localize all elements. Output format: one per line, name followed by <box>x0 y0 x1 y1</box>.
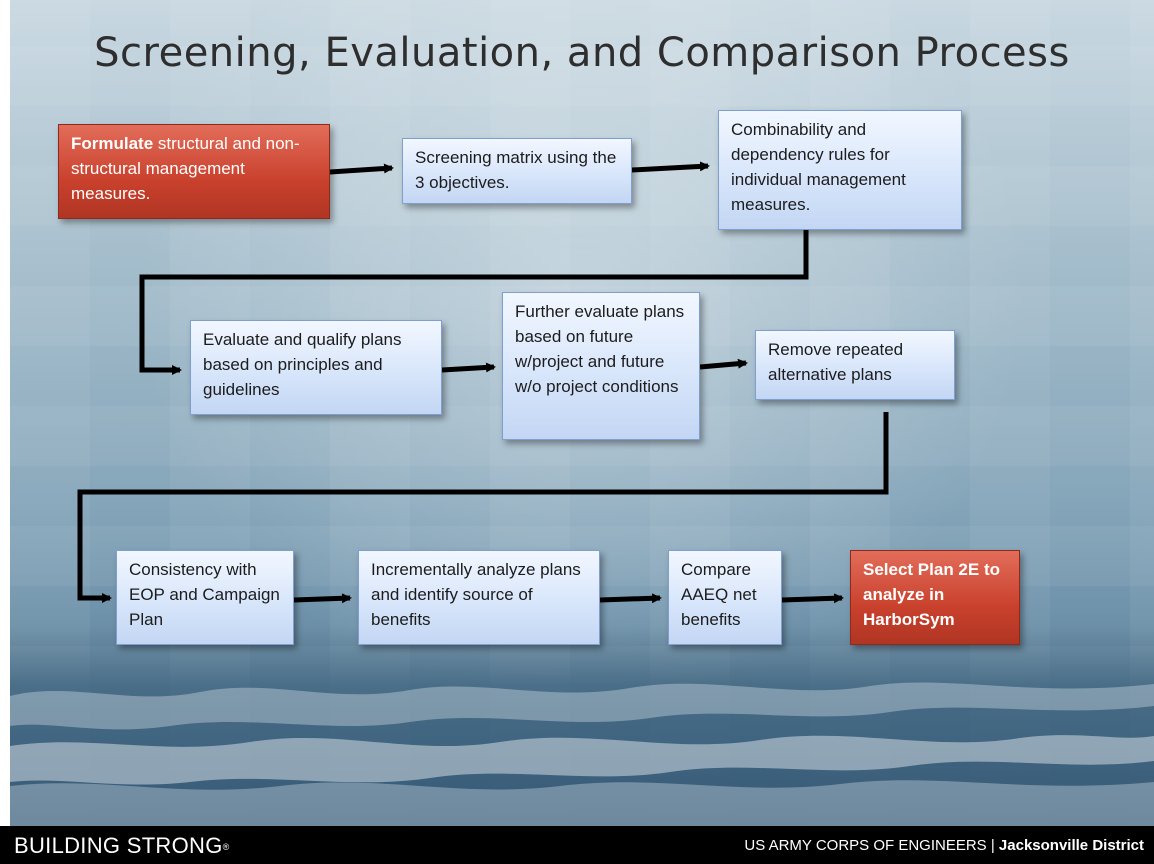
footer-slogan-text: BUILDING STRONG <box>14 833 223 858</box>
ocean-waves-image <box>10 626 1154 826</box>
formulate-text: structural and non-structural management… <box>71 134 300 203</box>
screening-box: Screening matrix using the 3 objectives. <box>402 138 632 204</box>
footer-organization: US ARMY CORPS OF ENGINEERS | Jacksonvill… <box>744 837 1144 854</box>
slide-title: Screening, Evaluation, and Comparison Pr… <box>94 30 1070 76</box>
select-plan-box: Select Plan 2E to analyze in HarborSym <box>850 550 1020 645</box>
incrementally-box: Incrementally analyze plans and identify… <box>358 550 600 645</box>
footer-org-text: US ARMY CORPS OF ENGINEERS | <box>744 837 999 854</box>
further-evaluate-box: Further evaluate plans based on future w… <box>502 292 700 440</box>
formulate-lead: Formulate <box>71 134 154 153</box>
formulate-box: Formulate structural and non-structural … <box>58 124 330 219</box>
compare-box: Compare AAEQ net benefits <box>668 550 782 645</box>
footer-bar: BUILDING STRONG® US ARMY CORPS OF ENGINE… <box>0 826 1154 864</box>
combinability-box: Combinability and dependency rules for i… <box>718 110 962 230</box>
footer-district-text: Jacksonville District <box>998 837 1144 854</box>
footer-slogan: BUILDING STRONG® <box>14 833 230 859</box>
registered-mark: ® <box>222 842 230 853</box>
consistency-box: Consistency with EOP and Campaign Plan <box>116 550 294 645</box>
remove-box: Remove repeated alternative plans <box>755 330 955 400</box>
evaluate-box: Evaluate and qualify plans based on prin… <box>190 320 442 415</box>
